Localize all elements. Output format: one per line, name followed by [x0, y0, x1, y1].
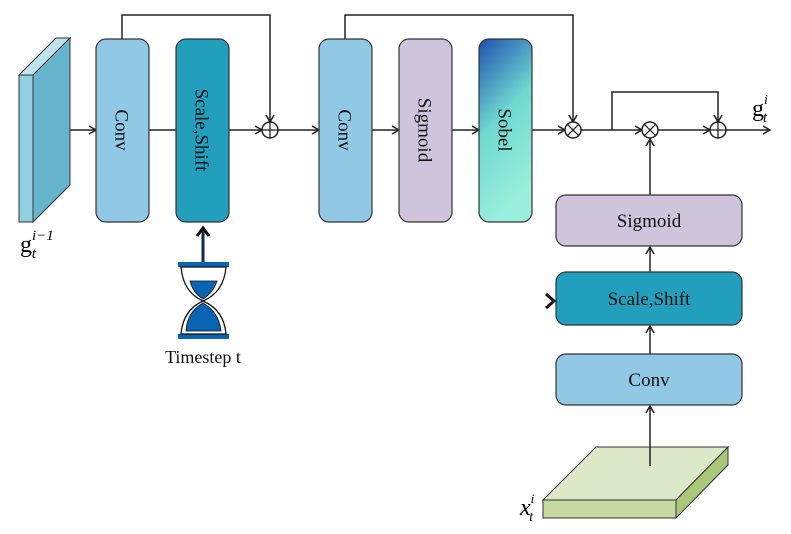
conv-block-2: Conv — [318, 38, 373, 223]
multiply-operator-icon — [641, 121, 659, 139]
add-operator-icon — [709, 121, 727, 139]
svg-text:Sobel: Sobel — [494, 108, 515, 151]
scale-shift-block-2: Scale,Shift — [555, 271, 743, 326]
hourglass-icon — [178, 262, 229, 339]
condition-input-slab — [541, 445, 730, 520]
svg-text:Scale,Shift: Scale,Shift — [608, 289, 692, 310]
add-operator-icon — [261, 121, 279, 139]
conv-block-3: Conv — [555, 353, 743, 406]
scale-shift-block-1: Scale,Shift — [175, 38, 230, 223]
svg-text:Sigmoid: Sigmoid — [414, 98, 435, 163]
timestep-to-scale2-arrowhead — [545, 292, 557, 310]
input-feature-map — [17, 36, 72, 224]
svg-text:Conv: Conv — [334, 109, 355, 151]
svg-text:Scale,Shift: Scale,Shift — [191, 89, 212, 173]
conv-block-1: Conv — [95, 38, 150, 223]
sigmoid-block-1: Sigmoid — [398, 38, 453, 223]
skip-connection-3 — [611, 91, 723, 130]
skip-connection-2 — [344, 14, 578, 124]
svg-text:Conv: Conv — [628, 370, 670, 391]
sigmoid-block-2: Sigmoid — [555, 194, 743, 247]
multiply-operator-icon — [564, 121, 582, 139]
sobel-block: Sobel — [478, 38, 533, 223]
svg-text:Sigmoid: Sigmoid — [617, 211, 682, 232]
svg-text:Conv: Conv — [111, 109, 132, 151]
timestep-label: Timestep t — [165, 347, 241, 367]
skip-connection-1 — [121, 14, 275, 124]
